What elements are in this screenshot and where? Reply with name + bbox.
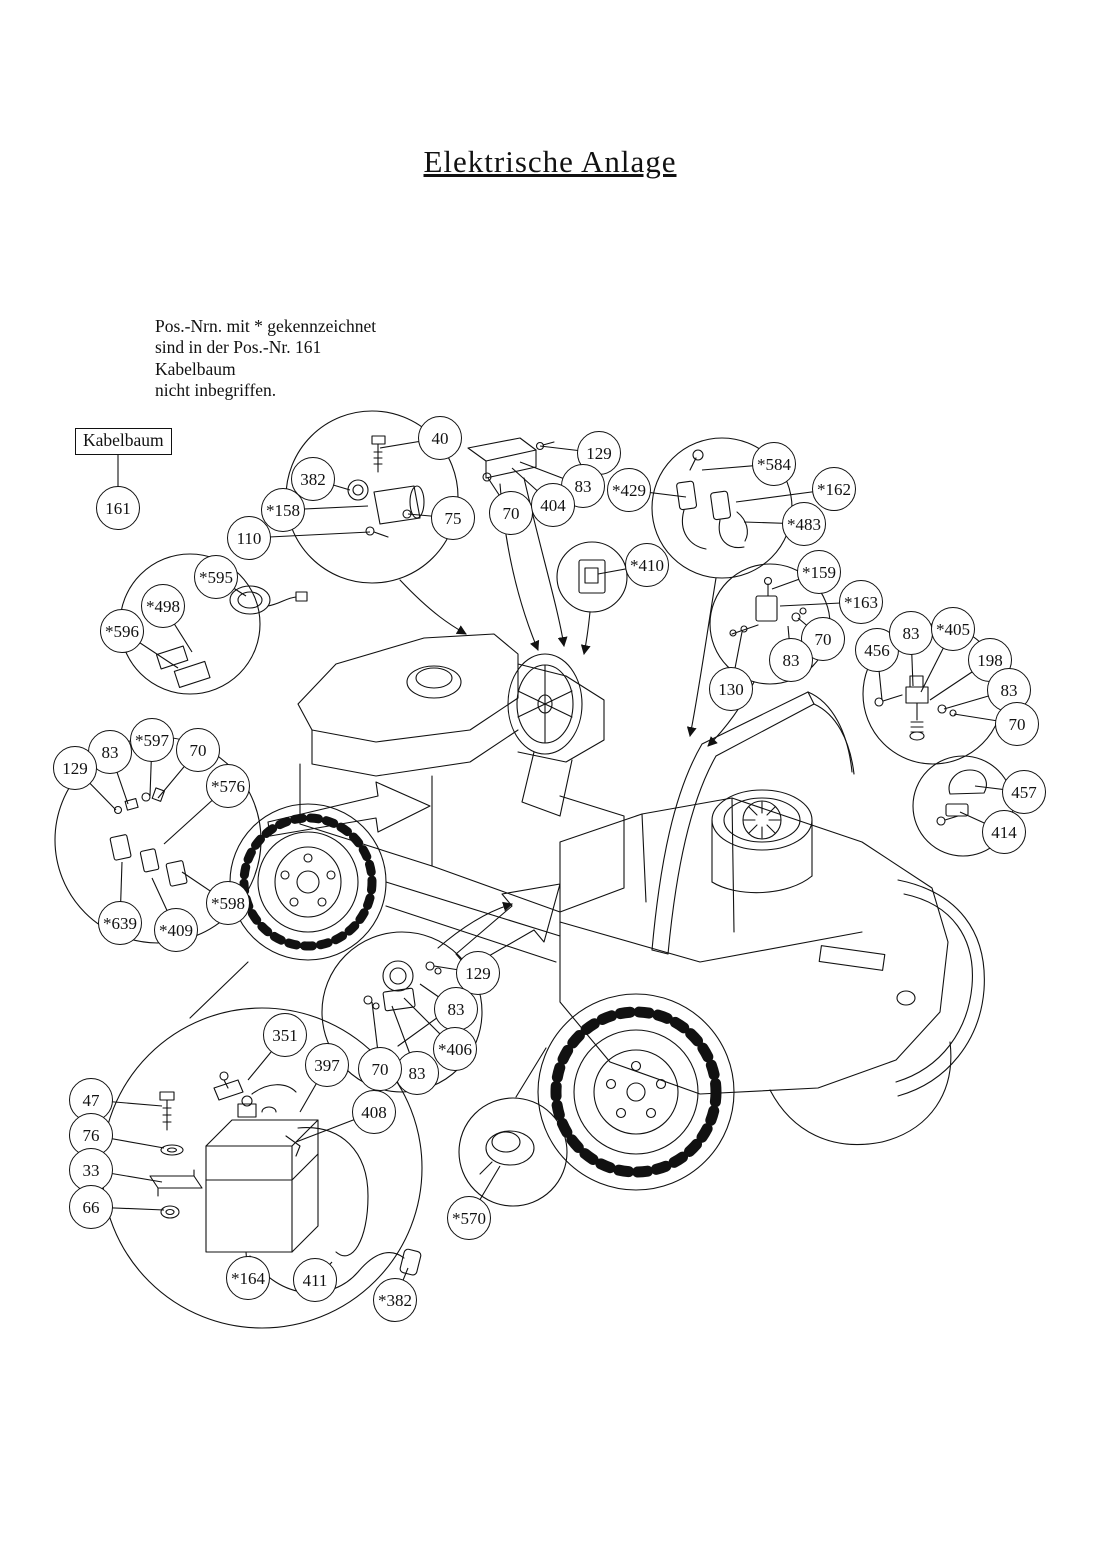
callout-star-158: *158 <box>261 488 305 532</box>
callout-star-163: *163 <box>839 580 883 624</box>
callout-star-595: *595 <box>194 555 238 599</box>
callout-457: 457 <box>1002 770 1046 814</box>
callout-83: 83 <box>889 611 933 655</box>
footnote-line: Kabelbaum <box>155 358 236 379</box>
callout-129: 129 <box>53 746 97 790</box>
callout-70: 70 <box>176 728 220 772</box>
callout-397: 397 <box>305 1043 349 1087</box>
footnote-line: sind in der Pos.-Nr. 161 <box>155 337 322 358</box>
callout-star-409: *409 <box>154 908 198 952</box>
callout-83: 83 <box>434 987 478 1031</box>
callout-star-597: *597 <box>130 718 174 762</box>
callout-star-405: *405 <box>931 607 975 651</box>
callout-66: 66 <box>69 1185 113 1229</box>
kabelbaum-label: Kabelbaum <box>75 428 172 455</box>
callout-408: 408 <box>352 1090 396 1134</box>
callout-75: 75 <box>431 496 475 540</box>
callout-411: 411 <box>293 1258 337 1302</box>
callout-star-584: *584 <box>752 442 796 486</box>
callout-70: 70 <box>489 491 533 535</box>
callout-83: 83 <box>769 638 813 682</box>
callout-70: 70 <box>358 1047 402 1091</box>
callout-130: 130 <box>709 667 753 711</box>
callout-star-576: *576 <box>206 764 250 808</box>
callout-star-382: *382 <box>373 1278 417 1322</box>
callout-star-162: *162 <box>812 467 856 511</box>
callout-351: 351 <box>263 1013 307 1057</box>
callout-star-498: *498 <box>141 584 185 628</box>
callout-110: 110 <box>227 516 271 560</box>
callout-40: 40 <box>418 416 462 460</box>
callout-star-429: *429 <box>607 468 651 512</box>
callout-star-410: *410 <box>625 543 669 587</box>
callout-star-483: *483 <box>782 502 826 546</box>
callout-star-164: *164 <box>226 1256 270 1300</box>
callout-414: 414 <box>982 810 1026 854</box>
callout-404: 404 <box>531 483 575 527</box>
footnote-line: nicht inbegriffen. <box>155 380 277 401</box>
footnote: Pos.-Nrn. mit * gekennzeichnet sind in d… <box>155 316 376 401</box>
callout-star-159: *159 <box>797 550 841 594</box>
callout-star-598: *598 <box>206 881 250 925</box>
callout-star-596: *596 <box>100 609 144 653</box>
callout-star-406: *406 <box>433 1027 477 1071</box>
callout-161: 161 <box>96 486 140 530</box>
footnote-line: Pos.-Nrn. mit * gekennzeichnet <box>155 316 377 336</box>
callout-33: 33 <box>69 1148 113 1192</box>
callout-star-570: *570 <box>447 1196 491 1240</box>
page-title: Elektrische Anlage <box>423 144 677 179</box>
callout-star-639: *639 <box>98 901 142 945</box>
callout-70: 70 <box>995 702 1039 746</box>
